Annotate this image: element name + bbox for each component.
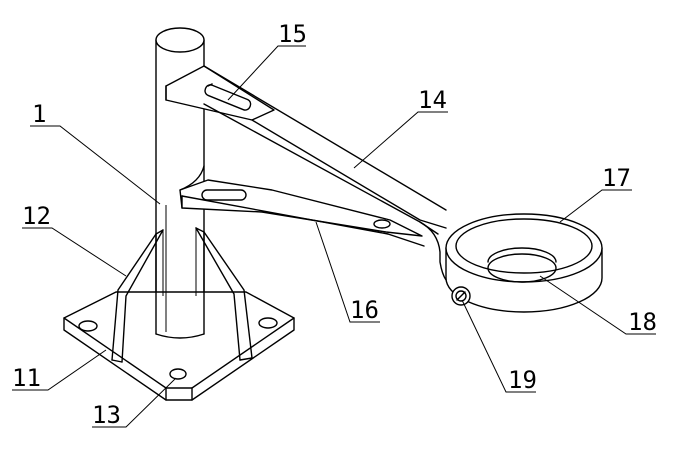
ring-holder: [419, 213, 603, 313]
post-top-cap: [155, 27, 205, 53]
leader-lines: [12, 45, 656, 428]
mount-hole-right: [258, 317, 278, 329]
label-1: 1: [32, 100, 46, 128]
center-hole: [487, 253, 557, 283]
label-14: 14: [418, 86, 447, 114]
label-12: 12: [22, 202, 51, 230]
mount-hole-front: [169, 368, 187, 380]
label-15: 15: [278, 20, 307, 48]
label-18: 18: [628, 308, 657, 336]
base-plate: [63, 291, 295, 401]
label-17: 17: [602, 164, 631, 192]
label-11: 11: [12, 364, 41, 392]
mount-hole-left: [78, 320, 98, 332]
ring-inner-rim: [455, 218, 593, 274]
part-labels: 1 12 11 13 14 15 16 17 18 19: [12, 20, 657, 429]
vertical-post: [155, 27, 205, 339]
label-16: 16: [350, 296, 379, 324]
label-19: 19: [508, 366, 537, 394]
gusset-ribs: [111, 227, 253, 363]
upper-slot: [204, 84, 252, 111]
lower-arm-hole: [373, 219, 391, 229]
label-13: 13: [92, 401, 121, 429]
lower-support-arm: [179, 165, 425, 247]
lower-slot: [201, 189, 247, 201]
